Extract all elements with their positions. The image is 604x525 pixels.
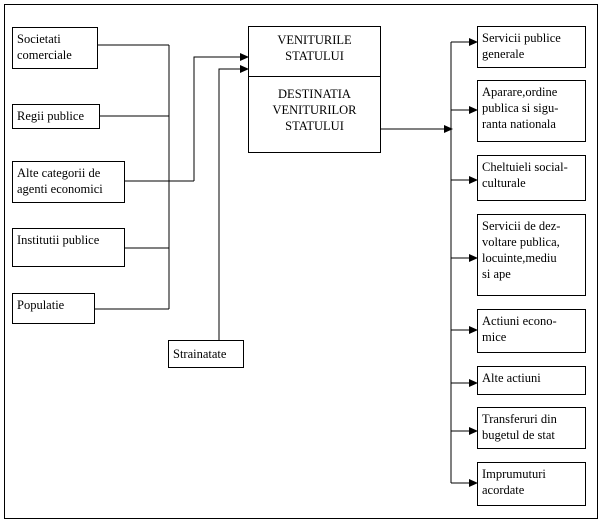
source-box-regii: Regii publice — [12, 104, 100, 129]
diagram-frame — [4, 4, 598, 519]
source-box-populatie: Populatie — [12, 293, 95, 324]
destination-box-actiuni-economice: Actiuni econo- mice — [477, 309, 586, 353]
source-box-institutii: Institutii publice — [12, 228, 125, 267]
destination-box-dezvoltare: Servicii de dez- voltare publica, locuin… — [477, 214, 586, 296]
source-box-societati: Societati comerciale — [12, 27, 98, 69]
arrow-to-central-1 — [193, 53, 249, 181]
central-title: VENITURILE STATULUI — [248, 26, 381, 77]
central-subtitle: DESTINATIA VENITURILOR STATULUI — [248, 76, 381, 153]
destination-box-servicii-generale: Servicii publice generale — [477, 26, 586, 68]
source-box-agenti: Alte categorii de agenti economici — [12, 161, 125, 203]
arrow-to-central-2 — [218, 65, 249, 340]
destination-box-imprumuturi: Imprumuturi acordate — [477, 462, 586, 506]
destination-box-aparare: Aparare,ordine publica si sigu- ranta na… — [477, 80, 586, 142]
destination-box-alte-actiuni: Alte actiuni — [477, 366, 586, 395]
destination-box-social-culturale: Cheltuieli social- culturale — [477, 155, 586, 201]
destination-box-transferuri: Transferuri din bugetul de stat — [477, 407, 586, 449]
foreign-box: Strainatate — [168, 340, 244, 368]
